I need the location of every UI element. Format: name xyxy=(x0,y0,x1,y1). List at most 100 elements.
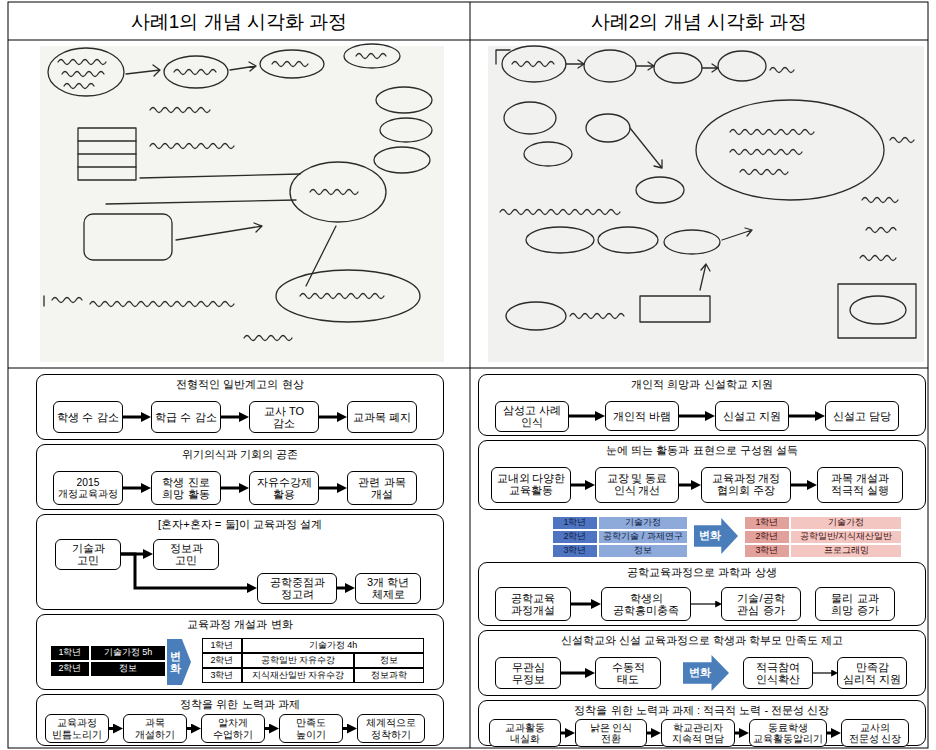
node-label: 기술과 고민 xyxy=(59,542,117,567)
sketch-stroke xyxy=(850,296,906,324)
process-box: 기술/공학 관심 증가 xyxy=(721,587,801,621)
node-label: 삼성고 사례 인식 xyxy=(499,404,565,429)
sketch-stroke xyxy=(500,210,620,215)
sketch-stroke xyxy=(636,177,684,203)
sketch-stroke xyxy=(504,102,556,134)
node-label: 3개 학년 체제로 xyxy=(359,576,417,601)
section-title: 신설학교와 신설 교육과정으로 학생과 학부모 만족도 제고 xyxy=(479,633,925,648)
flow-arrow xyxy=(561,732,569,735)
process-box: 적극참여 인식확산 xyxy=(743,657,813,689)
column-header: 사례1의 개념 시각화 과정 xyxy=(8,9,470,35)
sketch-stroke xyxy=(502,46,566,82)
sketch-stroke xyxy=(84,214,172,260)
table-cell: 1학년 xyxy=(552,516,598,530)
flow-arrow xyxy=(265,727,273,730)
node-label: 학급 수 감소 xyxy=(155,411,216,423)
node-label: 교과목 폐지 xyxy=(353,411,411,423)
sketch-stroke xyxy=(64,84,94,89)
sketch-stroke xyxy=(306,226,336,286)
sketch-stroke xyxy=(43,296,44,306)
node-label: 동료학생 교육활동알리기 xyxy=(753,722,823,744)
sketch-stroke xyxy=(654,53,702,83)
table-cell: 공학일반/지식재산일반 xyxy=(790,530,902,544)
sketch-stroke xyxy=(150,144,234,149)
flow-arrow xyxy=(337,587,349,590)
process-box: 교육과정 빈틈노리기 xyxy=(45,714,109,743)
flow-arrow xyxy=(319,487,341,490)
node-label: 변화 xyxy=(170,650,181,674)
node-label: 공학중점과 정고려 xyxy=(261,576,333,601)
process-box: 관련 과목 개설 xyxy=(347,471,417,505)
arrow-shape xyxy=(167,639,191,685)
section-title: 공학교육과정으로 과학과 상생 xyxy=(479,565,925,580)
flow-arrow xyxy=(221,487,243,490)
process-box: 공학중점과 정고려 xyxy=(257,573,337,604)
section-band: 교내외 다양한 교육활동교장 및 동료 인식 개선교육과정 개정 협의회 주장과… xyxy=(478,440,926,510)
sketch-stroke xyxy=(526,227,594,253)
node-label: 교사 TO 감소 xyxy=(253,405,315,430)
sketch-stroke xyxy=(506,302,566,330)
process-box: 학교관리자 지속적 면담 xyxy=(661,719,735,747)
node-label: 기술/공학 관심 증가 xyxy=(725,592,797,617)
node-label: 만족도 높이기 xyxy=(283,717,339,739)
flow-arrow xyxy=(187,727,195,730)
sketch-stroke xyxy=(176,223,262,240)
sketch-stroke xyxy=(126,65,160,76)
table-cell: 기술가정 xyxy=(598,516,688,530)
sketch-stroke xyxy=(640,296,710,322)
sketch-stroke xyxy=(230,62,256,71)
table-rule xyxy=(8,368,928,369)
node-label: 교과활동 내실화 xyxy=(493,722,557,744)
sketch-photo xyxy=(40,46,444,362)
node-label: 학생의 공학흥미충족 xyxy=(605,592,687,617)
process-box: 낡은 인식 전환 xyxy=(575,719,647,747)
section-title: 정착을 위한 노력과 과제 : 적극적 노력 - 전문성 신장 xyxy=(479,703,925,718)
section-band: 교육과정 빈틈노리기과목 개설하기알차게 수업하기만족도 높이기체계적으로 정착… xyxy=(36,694,444,746)
sketch-stroke xyxy=(862,198,898,203)
table-cell: 1학년 xyxy=(50,645,90,661)
node-label: 교육과정 빈틈노리기 xyxy=(49,717,105,739)
section-band: 삼성고 사례 인식개인적 바램신설고 지원신설고 담당개인적 희망과 신설학교 … xyxy=(478,374,926,436)
process-box: 체계적으로 정착하기 xyxy=(357,714,425,743)
table-cell: 기술가정 4h xyxy=(242,638,424,653)
process-box: 교과목 폐지 xyxy=(347,401,417,433)
node-label: 정보과 고민 xyxy=(157,542,215,567)
sketch-stroke xyxy=(586,114,630,142)
sketch-stroke xyxy=(730,150,802,155)
process-box: 개인적 바램 xyxy=(605,401,679,431)
section-band: 무관심 무정보수동적 태도변화적극참여 인식확산만족감 심리적 지원신설학교와 … xyxy=(478,630,926,696)
table-cell: 기술가정 5h xyxy=(90,645,166,661)
section-band: 학생 수 감소학급 수 감소교사 TO 감소교과목 폐지전형적인 일반계고의 현… xyxy=(36,374,444,440)
sketch-stroke xyxy=(512,62,554,67)
section-title: 눈에 띄는 활동과 표현으로 구성원 설득 xyxy=(479,443,925,458)
process-box: 삼성고 사례 인식 xyxy=(495,401,569,432)
flow-arrow xyxy=(221,416,243,419)
sketch-stroke xyxy=(310,190,358,195)
sketch-stroke xyxy=(890,138,914,143)
process-box: 신설고 담당 xyxy=(825,401,899,431)
flow-arrow xyxy=(561,672,589,675)
table-cell: 정보 xyxy=(90,661,166,677)
table-cell: 2학년 xyxy=(552,530,598,544)
table-cell: 공학기술 / 과제연구 xyxy=(598,530,688,544)
section-title: 위기의식과 기회의 공존 xyxy=(37,447,443,462)
section-band: 공학교육 과정개설학생의 공학흥미충족기술/공학 관심 증가물리 교과 희망 증… xyxy=(478,562,926,626)
node-label: 공학교육 과정개설 xyxy=(499,592,567,617)
node-label: 체계적으로 정착하기 xyxy=(361,717,421,739)
sketch-stroke xyxy=(374,147,430,173)
process-box: 자유수강제 활용 xyxy=(249,471,319,505)
sketch-stroke xyxy=(90,302,234,307)
process-box: 학생의 공학흥미충족 xyxy=(601,587,691,621)
flow-arrow xyxy=(571,484,589,487)
node-label: 자유수강제 활용 xyxy=(253,476,315,501)
sketch-stroke xyxy=(664,230,720,254)
sketch-stroke xyxy=(174,70,216,75)
node-label: 2015 개정교육과정 xyxy=(57,477,119,500)
sketch-stroke xyxy=(164,56,228,88)
table-cell: 2학년 xyxy=(202,653,242,668)
node-label: 학생 진로 희망 활동 xyxy=(155,476,217,501)
table-cell: 3학년 xyxy=(744,544,790,558)
section-band: 2015 개정교육과정 학생 진로 희망 활동 자유수강제 활용 관련 과목 개설 위기… xyxy=(36,444,444,510)
process-box: 교사의 전문성 신장 xyxy=(841,719,909,747)
process-box: 교사 TO 감소 xyxy=(249,401,319,433)
